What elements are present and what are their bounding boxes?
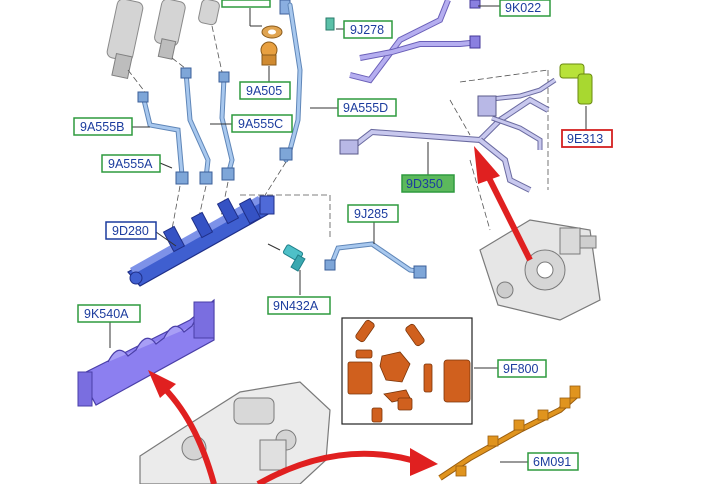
label-9A555A-box <box>101 154 161 173</box>
label-9J285[interactable]: 9J285 <box>347 204 399 223</box>
label-9J278-text: 9J278 <box>350 23 384 37</box>
label-9N432A-text: 9N432A <box>273 299 319 313</box>
leader-lines <box>132 107 528 463</box>
label-9A555B[interactable]: 9A555B <box>73 117 133 136</box>
engine-block <box>139 381 331 485</box>
label-9A555B-text: 9A555B <box>80 120 124 134</box>
harness-6M091 <box>438 385 581 481</box>
label-9J285-box <box>347 204 399 223</box>
injector-2 <box>154 0 186 60</box>
label-9D280[interactable]: 9D280 <box>105 221 157 240</box>
label-9A555D-box <box>337 98 397 117</box>
label-9J285-text: 9J285 <box>354 207 388 221</box>
top-seal-parts <box>249 0 291 82</box>
label-9D350-box <box>401 174 455 193</box>
label-9A505-box <box>239 81 291 100</box>
pipe-9J285 <box>324 222 427 279</box>
label-9K540A-box <box>77 304 141 323</box>
label-9K540A[interactable]: 9K540A <box>77 304 141 323</box>
injector-lines <box>137 2 303 185</box>
label-9D350[interactable]: 9D350 <box>401 174 455 193</box>
connector-9J278-part <box>325 17 344 31</box>
label-6M091-box <box>527 452 579 471</box>
label-9A555B-box <box>73 117 133 136</box>
label-9D280-text: 9D280 <box>112 224 149 238</box>
label-9K022[interactable]: 9K022 <box>499 0 551 17</box>
label-9E313-box <box>561 129 613 148</box>
label-9K022-box <box>499 0 551 17</box>
arrows <box>148 146 533 487</box>
label-9K022-text: 9K022 <box>505 1 541 15</box>
label-9E313-text: 9E313 <box>567 132 603 146</box>
injector-3 <box>198 0 220 26</box>
label-9D280-box <box>105 221 157 240</box>
label-9K540A-text: 9K540A <box>84 307 129 321</box>
kit-box-9F800 <box>341 317 473 425</box>
label-9F800[interactable]: 9F800 <box>497 359 547 378</box>
label-9A555A-text: 9A555A <box>108 157 153 171</box>
injector-1 <box>106 0 144 80</box>
injectors <box>106 0 220 80</box>
label-9A555C-text: 9A555C <box>238 117 283 131</box>
bracket-9K540A <box>77 298 215 407</box>
label-6M091[interactable]: 6M091 <box>527 452 579 471</box>
label-9A555D[interactable]: 9A555D <box>337 98 397 117</box>
label-9A555D-text: 9A555D <box>343 101 388 115</box>
label-9D350-text: 9D350 <box>406 177 443 191</box>
return-line-9D350 <box>339 77 557 193</box>
label-9N432A-box <box>267 296 331 315</box>
label-9A555C-box <box>231 114 293 133</box>
label-9229A-box <box>221 0 271 8</box>
hp-pump <box>479 219 601 321</box>
pipe-9K022 <box>349 0 500 84</box>
label-9E313[interactable]: 9E313 <box>561 129 613 148</box>
label-6M091-text: 6M091 <box>533 455 571 469</box>
label-9A505-text: 9A505 <box>246 84 282 98</box>
label-9F800-text: 9F800 <box>503 362 538 376</box>
fuel-rail <box>127 195 275 287</box>
label-9229A <box>221 0 271 8</box>
label-9J278-box <box>343 20 393 39</box>
label-9A555C[interactable]: 9A555C <box>231 114 293 133</box>
label-9F800-box <box>497 359 547 378</box>
rail-pressure-sensor <box>267 243 306 295</box>
label-9A555A[interactable]: 9A555A <box>101 154 161 173</box>
label-9A505[interactable]: 9A505 <box>239 81 291 100</box>
label-9N432A[interactable]: 9N432A <box>267 296 331 315</box>
label-9J278[interactable]: 9J278 <box>343 20 393 39</box>
sensor-9E313 <box>559 63 593 130</box>
